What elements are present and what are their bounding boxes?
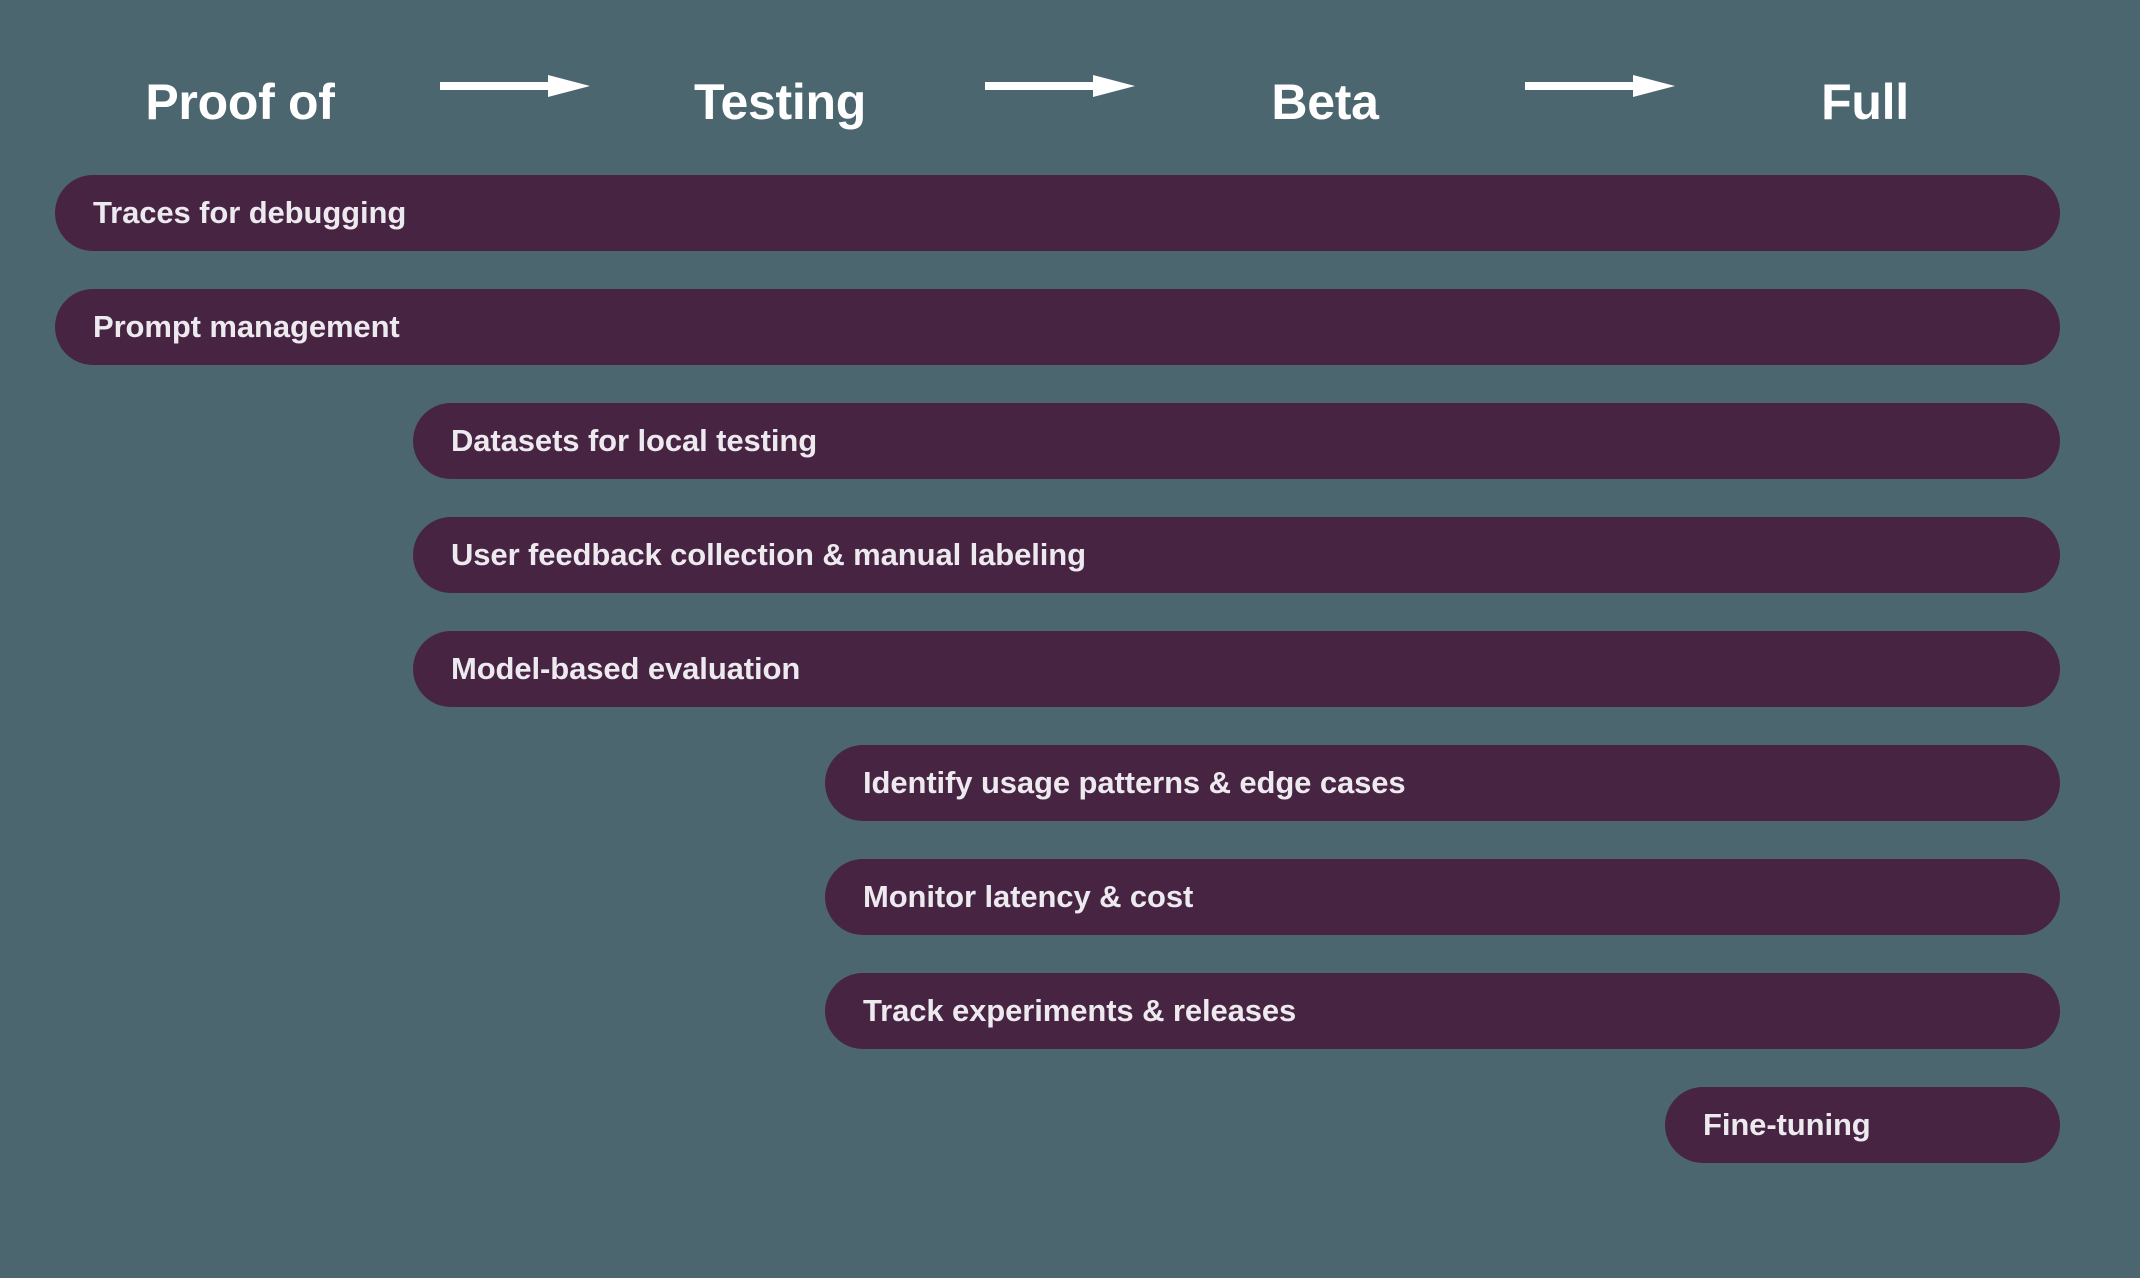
- capability-bar-datasets-for-local-testing[interactable]: Datasets for local testing: [413, 403, 2060, 479]
- capability-bar-user-feedback-collection[interactable]: User feedback collection & manual labeli…: [413, 517, 2060, 593]
- arrow-right-icon-3: [1525, 75, 1675, 97]
- capability-bar-prompt-management[interactable]: Prompt management: [55, 289, 2060, 365]
- capability-bar-label: Traces for debugging: [93, 195, 407, 230]
- capability-bar-label: User feedback collection & manual labeli…: [451, 537, 1086, 572]
- capability-bar-label: Prompt management: [93, 309, 400, 344]
- stage-label-line-1: Full: [1821, 74, 1909, 130]
- capability-bar-traces-for-debugging[interactable]: Traces for debugging: [55, 175, 2060, 251]
- stage-label-line-1: Beta: [1271, 74, 1379, 130]
- arrow-right-icon-1: [440, 75, 590, 97]
- capability-bar-label: Model-based evaluation: [451, 651, 801, 686]
- capability-bar-fine-tuning[interactable]: Fine-tuning: [1665, 1087, 2060, 1163]
- arrow-right-icon-2: [985, 75, 1135, 97]
- capability-bar-label: Fine-tuning: [1703, 1107, 1871, 1142]
- capability-bar-label: Datasets for local testing: [451, 423, 818, 458]
- capability-bar-track-experiments-and-releases[interactable]: Track experiments & releases: [825, 973, 2060, 1049]
- capability-bar-identify-usage-patterns[interactable]: Identify usage patterns & edge cases: [825, 745, 2060, 821]
- capability-bar-label: Monitor latency & cost: [863, 879, 1194, 914]
- stage-label-line-1: Testing: [694, 74, 866, 130]
- stage-label-line-1: Proof of: [145, 74, 335, 130]
- capability-bar-label: Track experiments & releases: [863, 993, 1297, 1028]
- capability-bar-monitor-latency-and-cost[interactable]: Monitor latency & cost: [825, 859, 2060, 935]
- capability-bar-model-based-evaluation[interactable]: Model-based evaluation: [413, 631, 2060, 707]
- capability-bar-label: Identify usage patterns & edge cases: [863, 765, 1406, 800]
